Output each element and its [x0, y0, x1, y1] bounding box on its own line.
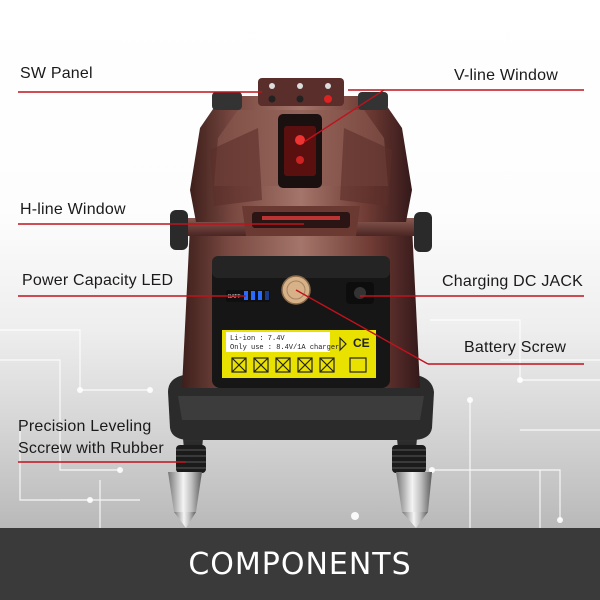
- battery-spec-line2: Only use : 8.4V/1A charger: [230, 344, 339, 352]
- led-panel-text: BATT: [228, 294, 240, 300]
- battery-spec-line1: Li-ion : 7.4V: [230, 335, 285, 343]
- leveling-screw-right: [392, 428, 432, 528]
- battery-screw: [281, 275, 311, 305]
- label-charging-dc-jack: Charging DC JACK: [442, 273, 584, 290]
- label-h-line-window: H-line Window: [20, 201, 126, 218]
- label-battery-screw: Battery Screw: [464, 339, 567, 356]
- footer-banner: COMPONENTS: [0, 528, 600, 600]
- label-precision-leveling-screw: Precision Leveling Sccrew with Rubber: [18, 416, 188, 460]
- label-precision-leveling-line2: Sccrew with Rubber: [18, 440, 164, 457]
- label-precision-leveling-line1: Precision Leveling: [18, 418, 152, 435]
- label-v-line-window: V-line Window: [454, 67, 558, 84]
- label-sw-panel: SW Panel: [20, 65, 93, 82]
- ce-mark: CE: [353, 336, 370, 350]
- footer-title: COMPONENTS: [188, 546, 412, 582]
- label-power-capacity-led: Power Capacity LED: [22, 272, 174, 289]
